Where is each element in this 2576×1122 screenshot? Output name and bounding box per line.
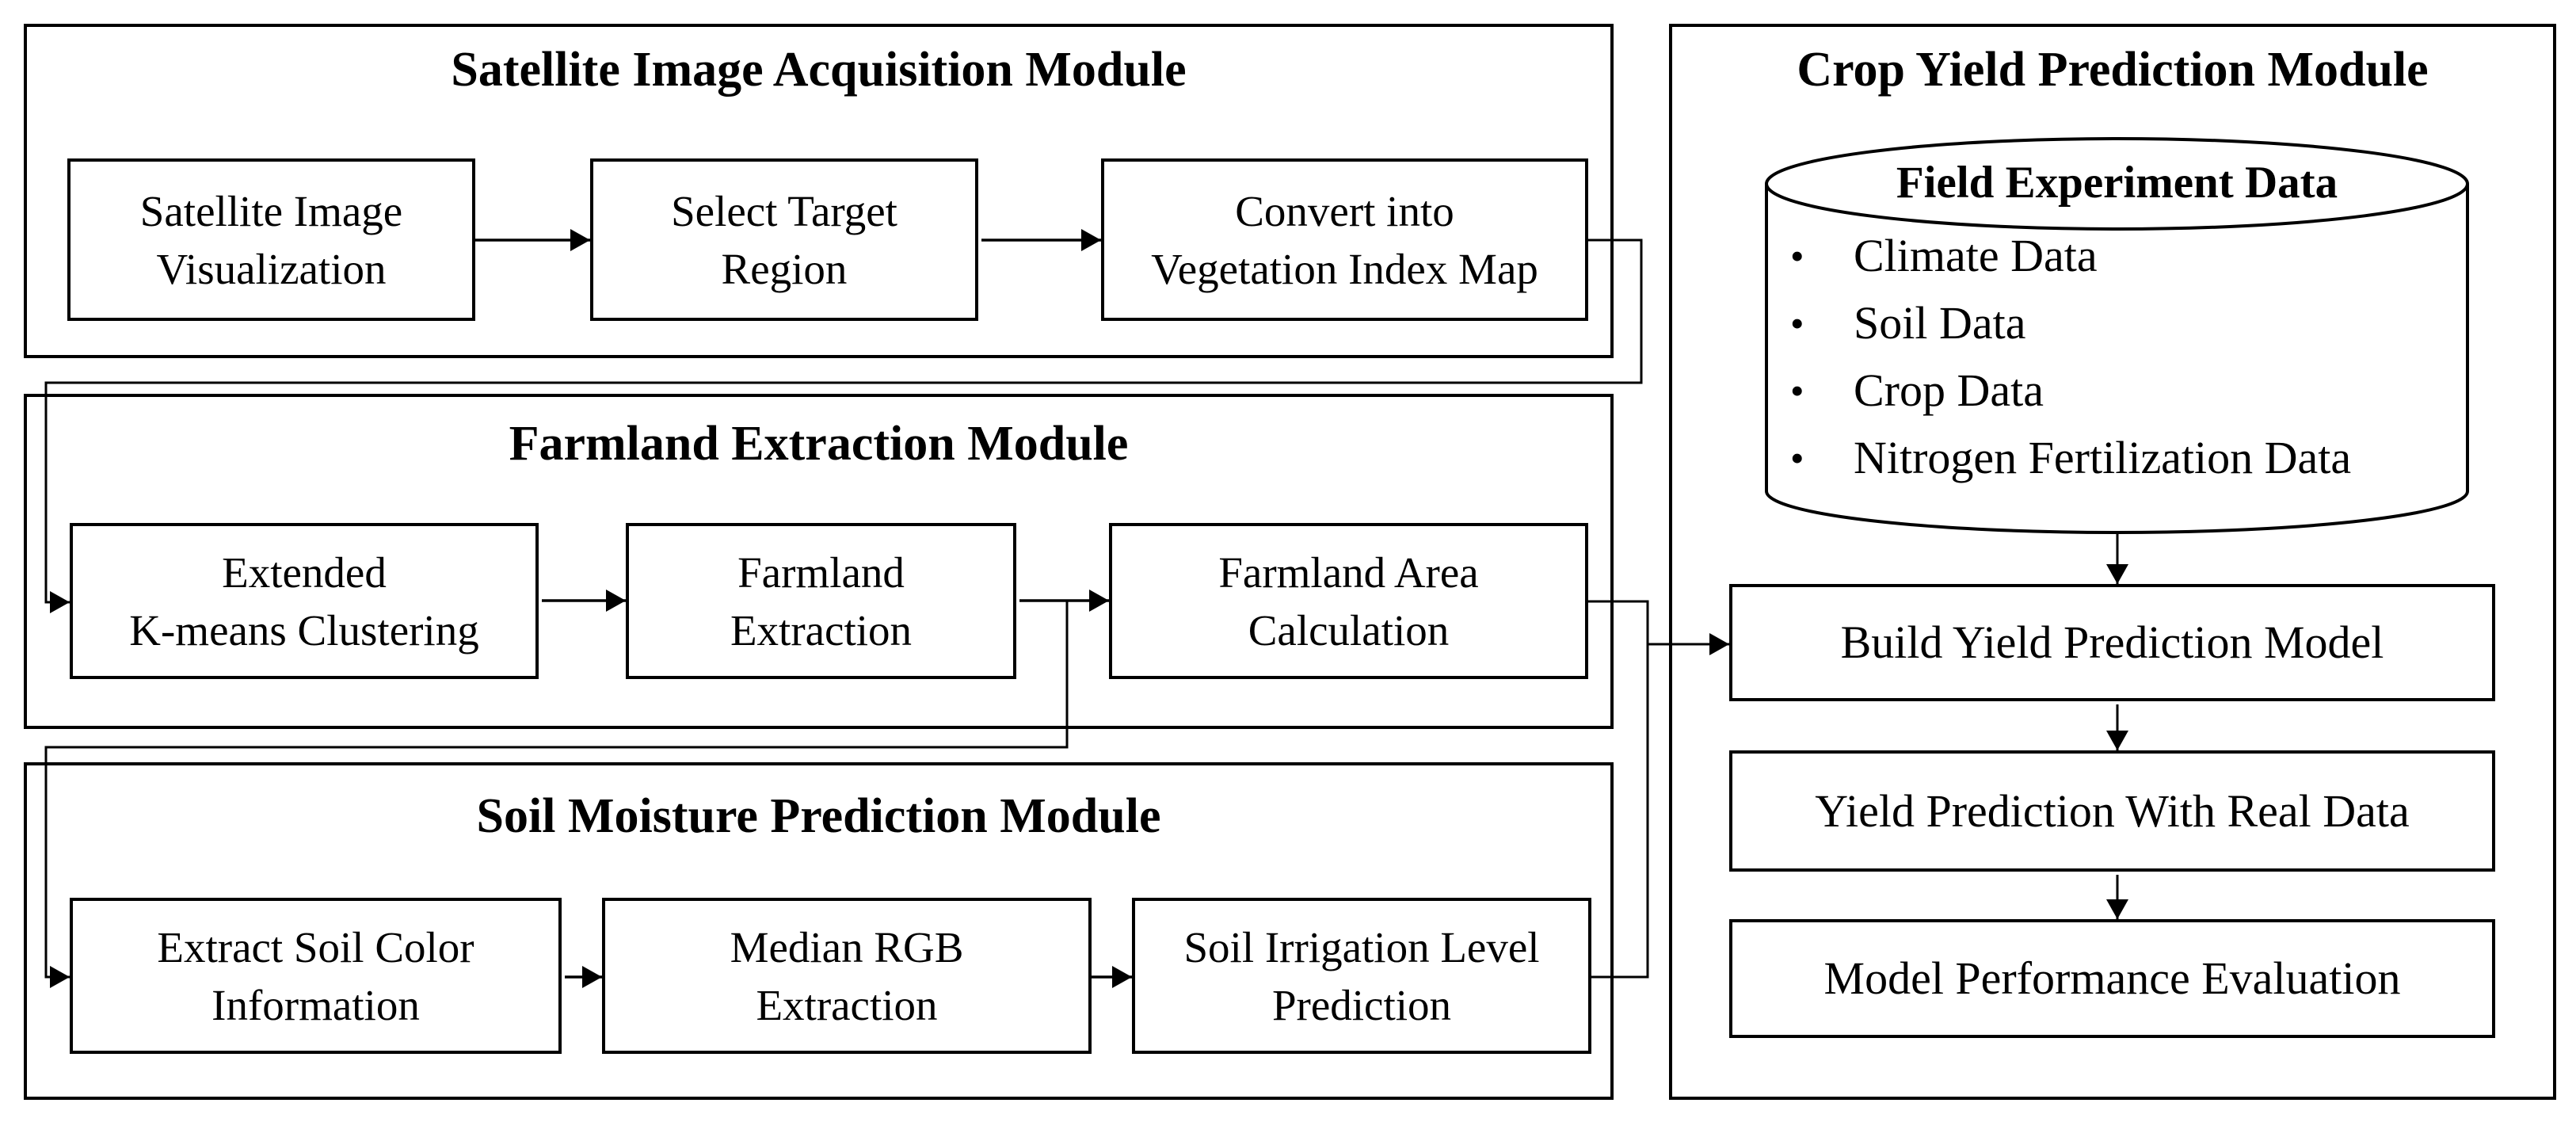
step-extract-soil-color-information: Extract Soil Color Information xyxy=(70,898,562,1054)
soil-moisture-module-frame xyxy=(24,762,1614,1100)
satellite-module-title: Satellite Image Acquisition Module xyxy=(451,43,1187,97)
step-soil-irrigation-level-prediction: Soil Irrigation Level Prediction xyxy=(1132,898,1591,1054)
list-item: • Crop Data xyxy=(1784,357,2441,424)
database-item-label: Climate Data xyxy=(1854,230,2098,281)
step-convert-vegetation-index-map: Convert into Vegetation Index Map xyxy=(1101,158,1588,321)
satellite-module-frame xyxy=(24,24,1614,358)
step-farmland-extraction: Farmland Extraction xyxy=(626,523,1016,679)
list-item: • Nitrogen Fertilization Data xyxy=(1784,424,2441,491)
database-title: Field Experiment Data xyxy=(1896,158,2338,208)
database-item-list: • Climate Data • Soil Data • Crop Data •… xyxy=(1784,222,2441,491)
route-farmland-to-build-model xyxy=(1588,600,1729,655)
bullet-icon: • xyxy=(1790,435,1804,480)
route-soil-to-junction xyxy=(1591,644,1649,979)
bullet-icon: • xyxy=(1790,300,1804,345)
database-item-label: Crop Data xyxy=(1854,364,2044,416)
step-extended-kmeans-clustering: Extended K-means Clustering xyxy=(70,523,539,679)
route-farmland-to-soil xyxy=(44,601,1069,988)
bullet-icon: • xyxy=(1790,233,1804,278)
route-satellite-to-farmland xyxy=(44,239,1643,613)
farmland-module-title: Farmland Extraction Module xyxy=(509,417,1129,471)
list-item: • Soil Data xyxy=(1784,289,2441,357)
database-item-label: Soil Data xyxy=(1854,297,2026,349)
step-median-rgb-extraction: Median RGB Extraction xyxy=(602,898,1092,1054)
step-select-target-region: Select Target Region xyxy=(590,158,978,321)
crop-yield-module-frame xyxy=(1669,24,2556,1100)
bullet-icon: • xyxy=(1790,368,1804,413)
step-model-performance-evaluation: Model Performance Evaluation xyxy=(1729,919,2495,1038)
soil-moisture-module-title: Soil Moisture Prediction Module xyxy=(476,789,1161,843)
list-item: • Climate Data xyxy=(1784,222,2441,289)
step-satellite-image-visualization: Satellite Image Visualization xyxy=(67,158,475,321)
step-build-yield-prediction-model: Build Yield Prediction Model xyxy=(1729,584,2495,701)
farmland-module-frame xyxy=(24,394,1614,729)
step-farmland-area-calculation: Farmland Area Calculation xyxy=(1109,523,1588,679)
step-yield-prediction-with-real-data: Yield Prediction With Real Data xyxy=(1729,750,2495,872)
database-item-label: Nitrogen Fertilization Data xyxy=(1854,432,2352,483)
crop-yield-module-title: Crop Yield Prediction Module xyxy=(1797,43,2429,97)
